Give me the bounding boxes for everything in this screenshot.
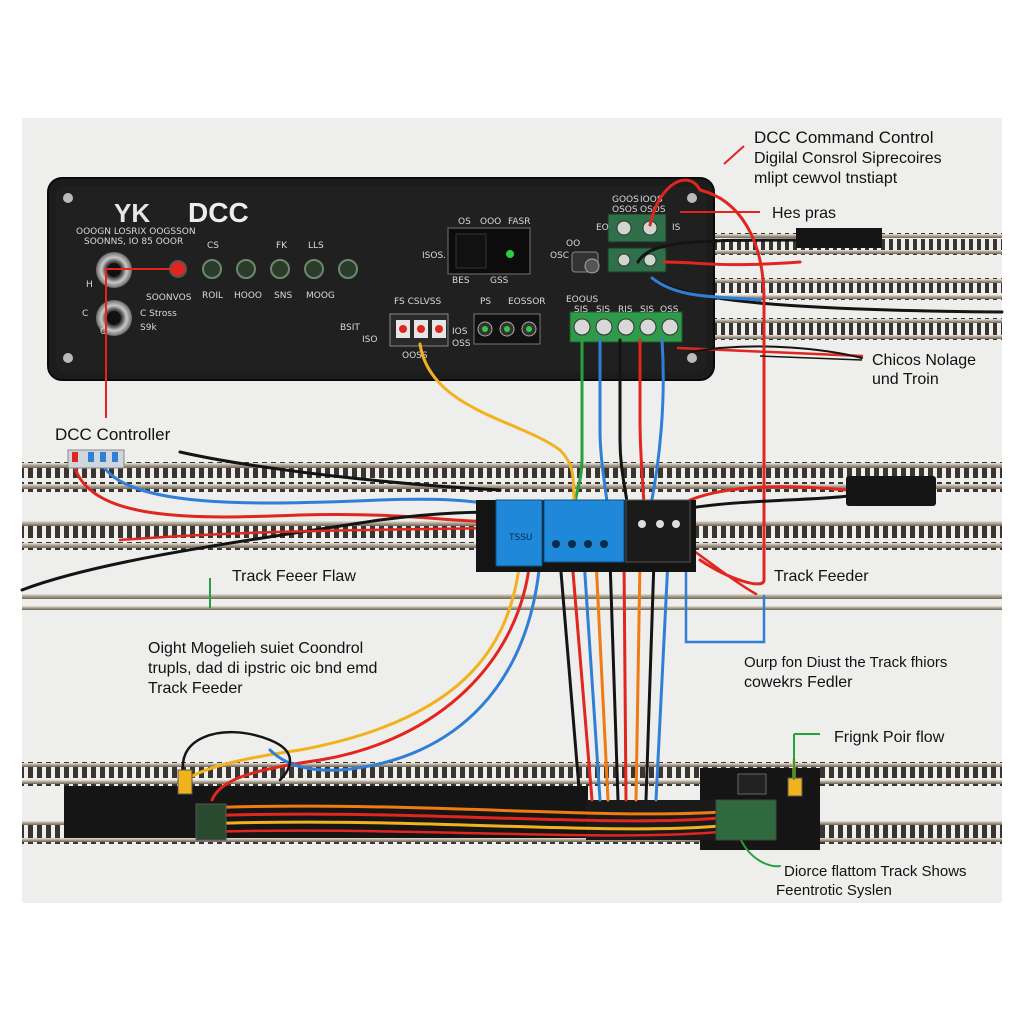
callout-ourp-line2: cowekrs Fedler — [744, 674, 853, 691]
led-label-bottom-3: MOOG — [306, 291, 335, 301]
terminal-left-bottom: OOSS — [402, 351, 428, 361]
blue-module — [495, 499, 543, 567]
screw-icon — [687, 193, 697, 203]
black-module — [625, 499, 691, 563]
callout-chicos-line2: und Troin — [872, 371, 939, 388]
led-icon — [270, 259, 290, 279]
panel-title: DCC — [188, 197, 249, 228]
relay-side-0: OSC — [550, 251, 569, 261]
bottom-left-board — [64, 786, 588, 838]
display-bottom-1: GSS — [490, 276, 509, 286]
right-block-pin-3: SIS — [640, 305, 654, 315]
dcc-control-panel: YK DCC OOOGN LOSRIX OOGSSON SOONNS, IO 8… — [47, 177, 715, 381]
top-terminal-sub-0: OSOS — [612, 205, 638, 215]
relay-label-0: PS — [480, 297, 491, 307]
wiring — [20, 178, 1004, 868]
output-label-a: SOONVOS — [146, 293, 192, 303]
display-bottom-0: BES — [452, 276, 470, 286]
panel-subtitle-1: OOOGN LOSRIX OOGSSON — [76, 227, 196, 237]
callout-dcc-command-line2: Digilal Consrol Siprecoires — [754, 150, 942, 167]
output-label-c: S9k — [140, 323, 157, 333]
callout-chicos-line1: Chicos Nolage — [872, 352, 977, 369]
right-block-pin-4: OSS — [660, 305, 679, 315]
terminal-left-sub-0: BSIT — [340, 323, 360, 333]
relay-side-1: OO — [566, 239, 580, 249]
callout-track-feeder: Track Feeder — [774, 568, 869, 585]
terminal-left-right-b: OSS — [452, 339, 471, 349]
terminal-left-right-a: IOS — [452, 327, 468, 337]
track-connector-left — [67, 449, 125, 469]
blue-module-label: TSSU — [508, 533, 533, 543]
callout-dcc-command-title: DCC Command Control — [754, 128, 934, 147]
led-icon — [236, 259, 256, 279]
right-block-pin-2: RIS — [618, 305, 633, 315]
callout-lines — [105, 145, 863, 780]
display-side-label: ISOS. — [422, 251, 446, 261]
callout-diorce-line1: Diorce flattom Track Shows — [784, 863, 967, 880]
callout-ourp-line1: Ourp fon Diust the Track fhiors — [744, 654, 948, 671]
led-icon — [304, 259, 324, 279]
terminal-left-sub-1: ISO — [362, 335, 377, 345]
led-label-top-0: CS — [207, 241, 219, 251]
bottom-terminal — [177, 769, 193, 795]
screw-icon — [687, 353, 697, 363]
callout-diorce-line2: Feentrotic Syslen — [776, 882, 892, 899]
callout-hes-pras: Hes pras — [772, 205, 837, 222]
connector-plug — [796, 228, 882, 248]
callout-dcc-controller: DCC Controller — [55, 425, 171, 444]
relay-label-1: EOSSOR — [508, 297, 546, 307]
callout-track-feeer-flaw: Track Feeer Flaw — [232, 568, 356, 585]
panel-subtitle-2: SOONNS, IO 85 OOOR — [84, 237, 183, 247]
track-plug — [846, 476, 936, 506]
right-block-pin-0: SIS — [574, 305, 588, 315]
jack1-label: H — [86, 280, 93, 290]
top-terminal-0: GOOS — [612, 195, 639, 205]
callout-oight-line1: Oight Mogelieh suiet Coondrol — [148, 640, 364, 657]
output-label-b: C Stross — [140, 309, 177, 319]
display-label-0: OS — [458, 217, 471, 227]
screw-icon — [63, 193, 73, 203]
led-label-top-1: FK — [276, 241, 288, 251]
callout-dcc-command-line3: mlipt cewvol tnstiapt — [754, 170, 898, 187]
top-terminal-1: IOOS — [640, 195, 663, 205]
bottom-right-module — [715, 799, 777, 841]
jack2-label-b: C — [100, 327, 106, 337]
terminal-left-label: FS CSLVSS — [394, 297, 441, 307]
top-terminal-side-1: IS — [672, 223, 681, 233]
jack2-label-a: C — [82, 309, 88, 319]
led-label-bottom-1: HOOO — [234, 291, 262, 301]
led-label-bottom-0: ROIL — [202, 291, 223, 301]
led-icon — [338, 259, 358, 279]
callout-oight-line2: trupls, dad di ipstric oic bnd emd — [148, 660, 378, 677]
panel-logo: YK — [114, 198, 150, 228]
callout-frignk: Frignk Poir flow — [834, 729, 945, 746]
display-label-1: OOO — [480, 217, 501, 227]
callout-oight-line3: Track Feeder — [148, 680, 243, 697]
right-block-pin-1: SIS — [596, 305, 610, 315]
right-block-label: EOOUS — [566, 295, 598, 305]
blue-terminal — [543, 499, 625, 563]
central-distribution: TSSU — [476, 499, 696, 572]
bottom-connector — [195, 803, 227, 841]
display-label-2: FASR — [508, 217, 530, 227]
status-led-icon — [506, 250, 514, 258]
screw-icon — [63, 353, 73, 363]
led-icon — [202, 259, 222, 279]
led-label-bottom-2: SNS — [274, 291, 292, 301]
led-label-top-2: LLS — [308, 241, 324, 251]
top-terminal-side-0: EO — [596, 223, 609, 233]
